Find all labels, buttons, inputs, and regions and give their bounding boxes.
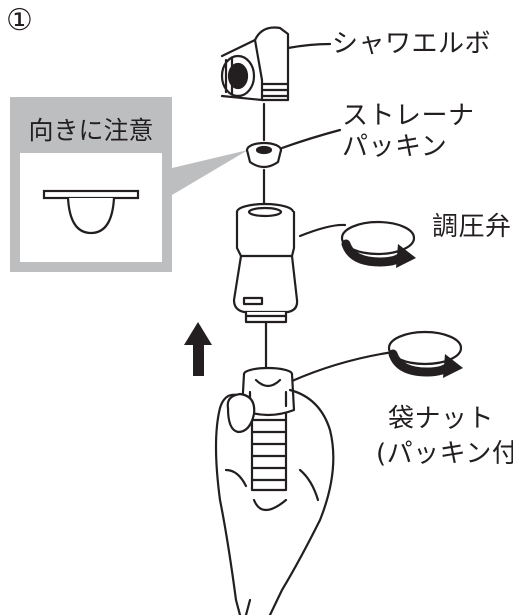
rotation-arrow-icon bbox=[387, 330, 463, 378]
label-shower-elbow: シャワエルボ bbox=[332, 29, 492, 59]
step-marker: ① bbox=[6, 3, 34, 38]
label-strainer-packing: パッキン bbox=[342, 132, 448, 162]
up-arrow-icon bbox=[184, 322, 212, 376]
strainer-packing bbox=[245, 141, 283, 169]
callout-detail bbox=[20, 153, 162, 262]
leader-elbow bbox=[286, 42, 332, 50]
pressure-valve bbox=[232, 202, 299, 324]
callout-title: 向きに注意 bbox=[28, 116, 154, 145]
label-strainer: ストレーナ bbox=[342, 101, 475, 131]
label-cap-nut-packing: (パッキン付) bbox=[376, 439, 513, 469]
hose bbox=[250, 408, 288, 492]
rotation-arrow-icon bbox=[340, 220, 416, 268]
packing-orientation-illustration bbox=[42, 189, 140, 235]
hand bbox=[214, 388, 335, 615]
leader-nut bbox=[290, 350, 395, 383]
callout-pointer bbox=[172, 150, 248, 195]
cap-nut bbox=[240, 366, 296, 417]
leader-strainer bbox=[280, 128, 342, 150]
shower-elbow bbox=[220, 26, 290, 102]
label-pressure-valve: 調圧弁 bbox=[432, 212, 512, 242]
leader-valve bbox=[298, 223, 347, 238]
orientation-callout: 向きに注意 bbox=[10, 97, 172, 272]
label-cap-nut: 袋ナット bbox=[388, 404, 495, 434]
